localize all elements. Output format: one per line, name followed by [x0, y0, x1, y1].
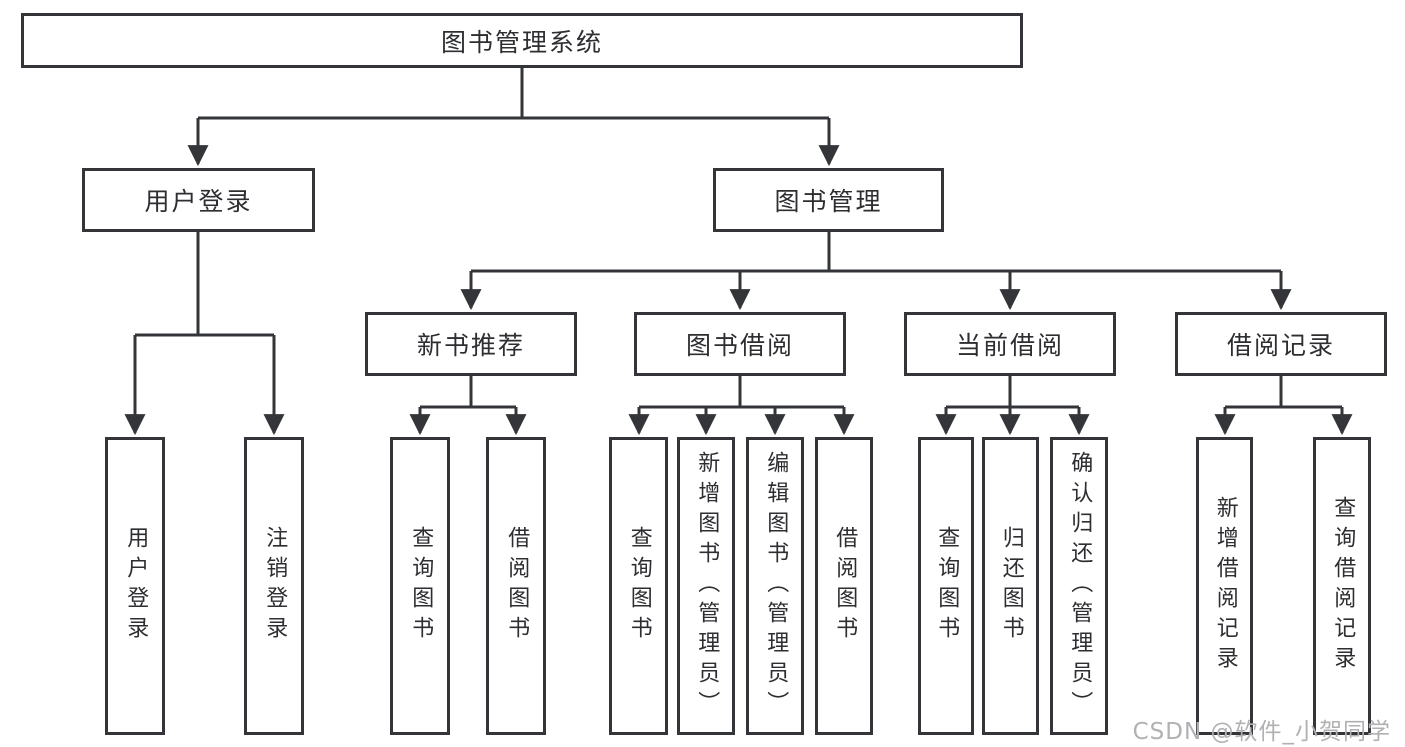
node-label: 确认归还（管理员） [1067, 451, 1093, 721]
node-leaf-user-login: 用户登录 [105, 437, 165, 735]
node-leaf-edit-books-admin: 编辑图书（管理员） [746, 437, 804, 735]
node-label: 借阅记录 [1226, 331, 1335, 360]
node-label: 注销登录 [262, 526, 288, 646]
node-label: 图书管理系统 [440, 27, 603, 57]
watermark: CSDN @软件_小贺同学 [1132, 719, 1391, 745]
node-new-book-recommend: 新书推荐 [365, 312, 577, 376]
node-label: 新书推荐 [416, 331, 525, 360]
node-leaf-return-books: 归还图书 [982, 437, 1039, 735]
node-label: 图书借阅 [685, 331, 794, 360]
node-book-management: 图书管理 [713, 168, 944, 232]
node-label: 查询借阅记录 [1330, 496, 1356, 676]
node-leaf-add-borrow-record: 新增借阅记录 [1196, 437, 1253, 735]
node-label: 用户登录 [144, 187, 253, 216]
node-book-borrow: 图书借阅 [634, 312, 846, 376]
node-label: 借阅图书 [504, 526, 530, 646]
node-library-system: 图书管理系统 [21, 13, 1023, 68]
node-label: 归还图书 [998, 526, 1024, 646]
node-leaf-query-books-1: 查询图书 [390, 437, 450, 735]
node-current-borrow: 当前借阅 [904, 312, 1116, 376]
node-leaf-query-books-3: 查询图书 [918, 437, 974, 735]
node-label: 新增图书（管理员） [694, 451, 720, 721]
node-borrow-records: 借阅记录 [1175, 312, 1387, 376]
node-user-login: 用户登录 [82, 168, 315, 232]
node-label: 查询图书 [626, 526, 652, 646]
node-leaf-query-borrow-record: 查询借阅记录 [1313, 437, 1371, 735]
node-leaf-logout: 注销登录 [244, 437, 304, 735]
node-label: 借阅图书 [832, 526, 858, 646]
node-leaf-confirm-return-admin: 确认归还（管理员） [1050, 437, 1108, 735]
node-label: 用户登录 [123, 526, 149, 646]
node-leaf-borrow-books-1: 借阅图书 [486, 437, 546, 735]
node-label: 当前借阅 [955, 331, 1064, 360]
node-leaf-add-books-admin: 新增图书（管理员） [677, 437, 735, 735]
node-label: 图书管理 [774, 187, 883, 216]
node-label: 编辑图书（管理员） [763, 451, 789, 721]
node-label: 查询图书 [934, 526, 960, 646]
node-leaf-query-books-2: 查询图书 [609, 437, 668, 735]
node-leaf-borrow-books-2: 借阅图书 [815, 437, 873, 735]
node-label: 新增借阅记录 [1212, 496, 1238, 676]
node-label: 查询图书 [408, 526, 434, 646]
